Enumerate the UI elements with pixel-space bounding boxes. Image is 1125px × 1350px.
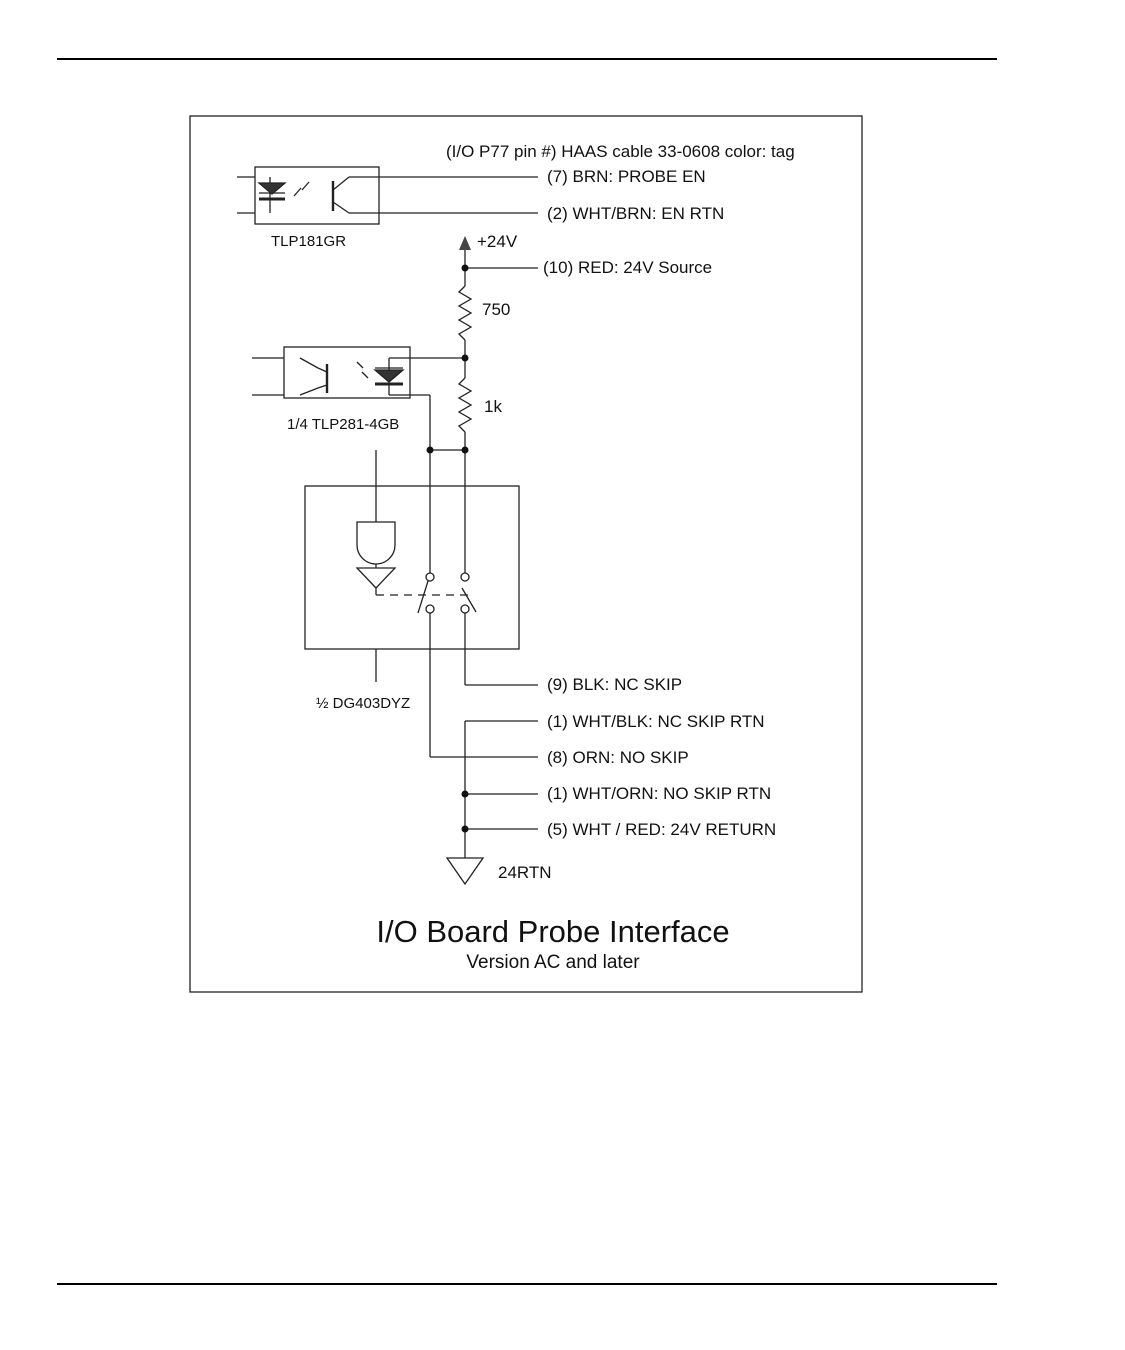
resistor-label-1k: 1k [484, 397, 502, 416]
opto-tlp281 [252, 346, 465, 573]
wire-label: (8) ORN: NO SKIP [547, 748, 689, 767]
wire-label: (9) BLK: NC SKIP [547, 675, 682, 694]
wire-label: (1) WHT/ORN: NO SKIP RTN [547, 784, 771, 803]
page-bottom-rule [57, 1283, 997, 1285]
junction-dot [426, 446, 434, 454]
component-label-opto2: 1/4 TLP281-4GB [287, 416, 399, 433]
junction-dot [461, 825, 469, 833]
wire-label: (10) RED: 24V Source [543, 258, 712, 277]
component-label-switch: ½ DG403DYZ [316, 695, 410, 712]
junction-dot [461, 264, 469, 272]
component-label-opto1: TLP181GR [271, 233, 346, 250]
ground-symbol [445, 857, 485, 886]
resistor-1k [457, 377, 473, 433]
return-bus [445, 720, 538, 886]
supply-label: +24V [477, 232, 518, 251]
resistor-750 [457, 285, 473, 341]
wire-label: (2) WHT/BRN: EN RTN [547, 204, 724, 223]
diagram-title: I/O Board Probe Interface [376, 914, 729, 949]
wire-label: (7) BRN: PROBE EN [547, 167, 706, 186]
resistor-label-750: 750 [482, 300, 510, 319]
opto-tlp181gr [237, 166, 538, 225]
junction-dot [461, 354, 469, 362]
wire-label: (5) WHT / RED: 24V RETURN [547, 820, 776, 839]
junction-dot [461, 446, 469, 454]
page-top-rule [57, 58, 997, 60]
switch-dg403 [304, 450, 538, 758]
junction-dot [461, 790, 469, 798]
wire-label: (1) WHT/BLK: NC SKIP RTN [547, 712, 765, 731]
diagram-frame [189, 115, 863, 993]
diagram-subtitle: Version AC and later [466, 952, 640, 973]
diagram-header: (I/O P77 pin #) HAAS cable 33-0608 color… [446, 142, 795, 161]
ground-label: 24RTN [498, 863, 552, 882]
